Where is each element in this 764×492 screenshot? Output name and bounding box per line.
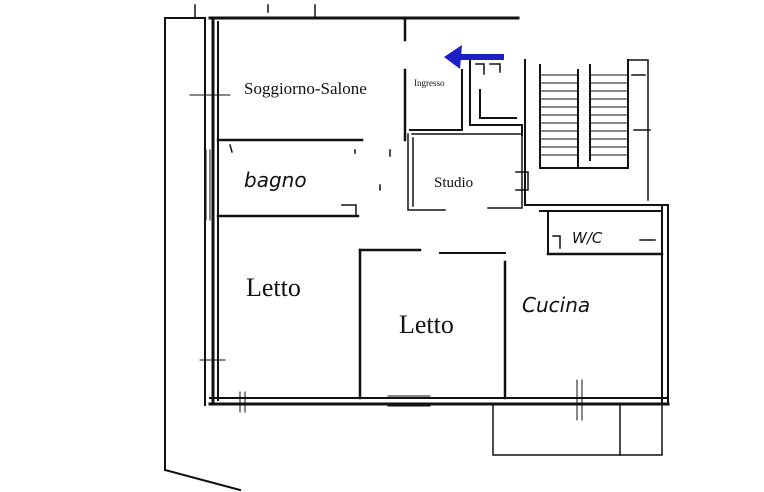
room-label-bagno: bagno <box>244 168 307 192</box>
room-label-ingresso: Ingresso <box>414 78 445 88</box>
exterior-walls <box>164 4 670 492</box>
entrance-arrow-icon <box>444 45 504 69</box>
room-label-letto-2: Letto <box>399 310 454 339</box>
interior-walls <box>216 16 664 400</box>
room-label-wc: W/C <box>572 229 603 247</box>
room-label-studio: Studio <box>434 175 473 191</box>
room-label-soggiorno: Soggiorno-Salone <box>244 79 367 98</box>
room-label-letto-1: Letto <box>246 273 301 302</box>
staircase <box>524 59 651 206</box>
room-label-cucina: Cucina <box>522 293 590 317</box>
